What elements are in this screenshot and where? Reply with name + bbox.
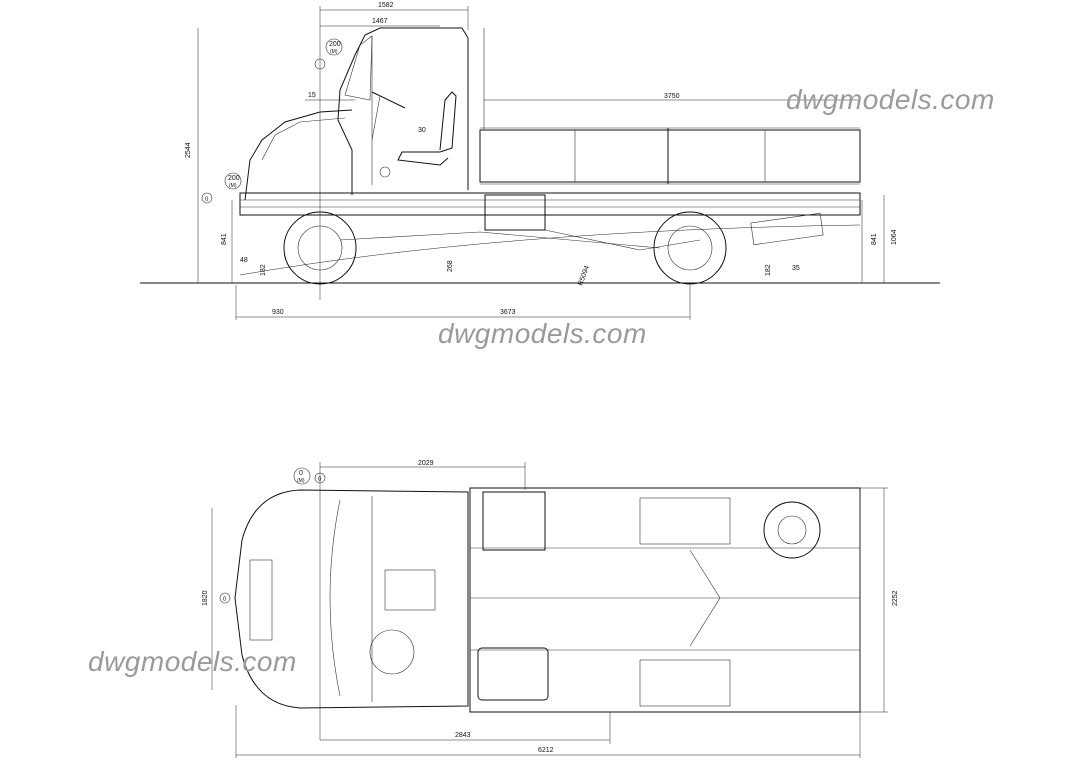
top-rear-wheel-lower — [639, 659, 731, 707]
ramp-radius-arc — [239, 224, 861, 276]
top-view: 0 (M) 0 0 2029 1820 2252 2843 6212 — [202, 460, 899, 758]
dim-axle-label: 2843 — [455, 732, 471, 739]
lamp-icon — [379, 166, 391, 178]
dim-cab-front-label: 1467 — [372, 18, 388, 25]
steering-wheel — [371, 91, 406, 109]
top-callout-a — [293, 467, 311, 485]
top-spare-wheel — [763, 501, 821, 559]
steering-column — [371, 95, 381, 141]
callout-b-sub: (M) — [229, 183, 237, 189]
dim-frame-height-rear-label: 841 — [871, 233, 878, 245]
dim-top-length-label: 2029 — [418, 460, 434, 467]
dim-overall-length-label: 6212 — [538, 747, 554, 754]
top-grille — [249, 559, 273, 641]
side-view: 2544 1582 1467 3750 15 30 200 (M) 200 (M… — [140, 2, 940, 320]
rear-bumper — [750, 212, 824, 246]
top-callout-a-sub: (M) — [297, 478, 305, 484]
watermark-top-right: dwgmodels.com — [786, 84, 995, 115]
top-bed-outline — [469, 487, 861, 713]
rear-wheel — [653, 211, 727, 285]
dim-steer-label: 30 — [418, 127, 426, 134]
dim-overall-height-label: 2544 — [185, 142, 192, 158]
callout-b-label: 200 — [228, 175, 240, 182]
callout-mark-front — [314, 58, 326, 70]
callout-a-sub: (M) — [330, 49, 338, 55]
dim-small-label: 15 — [308, 92, 316, 99]
callout-balloon-c — [201, 192, 213, 204]
hood-inner — [261, 117, 346, 161]
top-cab-inner — [329, 496, 373, 702]
dim-body-length-label: 3750 — [664, 93, 680, 100]
top-callout-c-label: 0 — [223, 597, 227, 603]
top-callout-c — [219, 592, 231, 604]
watermark-center: dwgmodels.com — [438, 318, 647, 349]
dim-clearance-rear-label: 182 — [765, 264, 772, 276]
watermark-bottom-left: dwgmodels.com — [88, 646, 297, 677]
callout-balloon-a — [325, 38, 343, 56]
top-callout-a-label: 0 — [299, 470, 303, 477]
top-rear-wheel-upper — [639, 497, 731, 545]
callout-a-label: 200 — [329, 41, 341, 48]
top-spare-front — [369, 629, 415, 675]
rear-wheel-hub — [667, 225, 713, 271]
callout-balloon-b — [224, 172, 242, 190]
top-tank-lower — [477, 647, 549, 701]
dim-frame-height-front-label: 841 — [221, 233, 228, 245]
dim-angle-rear-label: 35 — [792, 265, 800, 272]
top-tank-upper — [482, 491, 546, 551]
dim-cab-top-label: 1582 — [378, 2, 394, 9]
callout-c-label: 0 — [205, 197, 209, 203]
dim-clearance-front-label: 182 — [260, 264, 267, 276]
dim-track-width-label: 1820 — [202, 590, 209, 606]
cargo-bed — [479, 129, 861, 183]
top-cab-outline — [234, 489, 469, 709]
dim-rear-height-label: 1064 — [891, 229, 898, 245]
top-spare-wheel-hub — [777, 515, 807, 545]
chassis-frame — [239, 192, 861, 216]
drive-shaft — [339, 231, 661, 249]
dim-overall-width-label: 2252 — [892, 590, 899, 606]
dim-angle-front-label: 48 — [240, 257, 248, 264]
top-rear-axle — [689, 549, 721, 647]
hood-outline — [244, 109, 353, 201]
dim-clearance-mid-label: 268 — [447, 260, 454, 272]
top-engine — [384, 569, 436, 611]
rear-spring — [544, 229, 701, 251]
dim-wheelbase-label: 3673 — [500, 309, 516, 316]
dim-front-overhang-label: 930 — [272, 309, 284, 316]
fuel-tank — [484, 194, 546, 231]
seat — [397, 91, 457, 166]
